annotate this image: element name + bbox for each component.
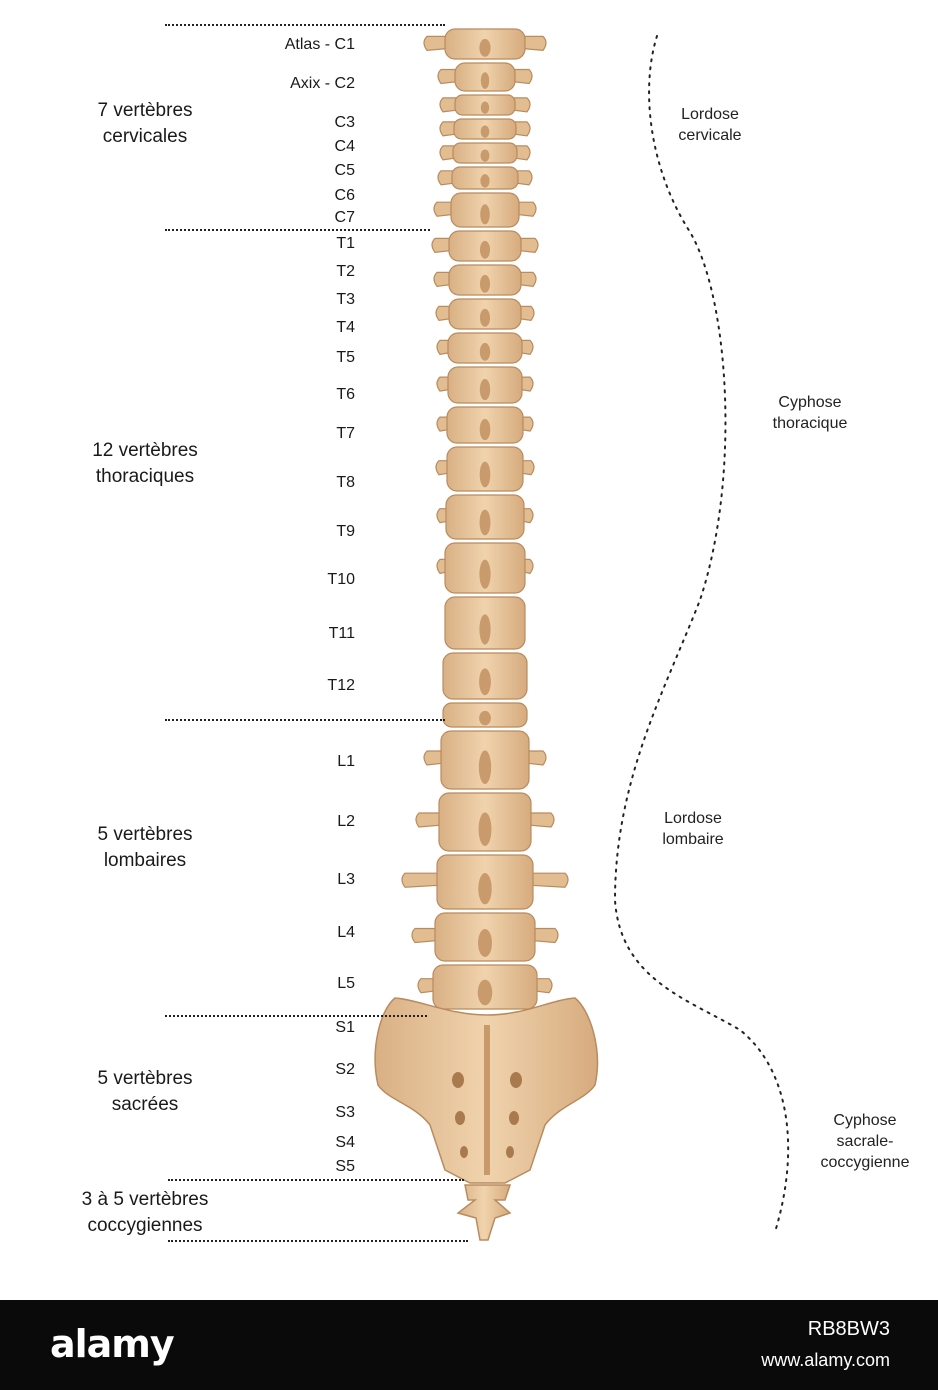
spinous-process [477, 979, 493, 1006]
vertebra-label: T6 [336, 386, 355, 403]
vertebra-label: S5 [335, 1158, 355, 1175]
spinous-process [479, 461, 491, 488]
spinous-process [478, 812, 492, 846]
vertebra-label: T10 [327, 571, 355, 588]
spinous-process [479, 559, 491, 589]
vertebra-label: Axix - C2 [290, 75, 355, 92]
separator-lumbar-sacral [165, 1015, 427, 1017]
vertebra-label: S2 [335, 1061, 355, 1078]
spinous-process [479, 509, 491, 536]
curvature-label-sacral: Cyphose sacrale- coccygienne [820, 1112, 910, 1171]
vertebra-label: T11 [328, 625, 355, 642]
brand-logo: alamy [50, 1322, 175, 1366]
separator-top [165, 24, 445, 26]
separator-thoracic-lumbar [165, 719, 445, 721]
spinous-process [480, 101, 490, 114]
curvature-label-cervical: Lordose cervicale [678, 106, 742, 144]
vertebra-label: T9 [336, 523, 355, 540]
spinous-process [479, 668, 491, 696]
spinous-process [478, 929, 492, 957]
vertebra-label: T12 [327, 677, 355, 694]
vertebra-label: C4 [334, 138, 355, 155]
spinous-process [480, 204, 490, 225]
vertebra-label: C6 [334, 187, 355, 204]
vertebrae-group [401, 28, 569, 1010]
group-label-lumbar: 5 vertèbres lombaires [97, 824, 193, 871]
vertebra-label: T8 [336, 474, 355, 491]
vertebra-label: C5 [334, 162, 355, 179]
transverse-process [401, 872, 569, 888]
spinous-process [479, 710, 491, 726]
vertebra-label: T4 [336, 319, 355, 336]
spinous-process [479, 378, 491, 401]
group-label-thoracic: 12 vertèbres thoraciques [92, 440, 198, 487]
spinous-process [479, 308, 491, 327]
vertebra-label: L1 [337, 753, 355, 770]
spinous-process [480, 72, 490, 89]
vertebra-label: L5 [337, 975, 355, 992]
spinous-process [480, 125, 490, 138]
vertebra-label: T3 [336, 291, 355, 308]
group-label-coccygeal: 3 à 5 vertèbres coccygiennes [81, 1189, 209, 1236]
spinous-process [479, 614, 491, 645]
vertebra-label: T2 [336, 263, 355, 280]
separator-bottom [168, 1240, 468, 1242]
vertebra-label: T7 [336, 425, 355, 442]
vertebra-label: L3 [337, 871, 355, 888]
spinous-process [478, 750, 492, 784]
vertebra-label: C3 [334, 114, 355, 131]
spine-diagram: Atlas - C1 Axix - C2 C3 C4 C5 C6 C7 T1 T… [81, 24, 910, 1242]
spinous-process [479, 240, 491, 259]
separator-cervical-thoracic [165, 229, 430, 231]
vertebra-label: T1 [336, 235, 355, 252]
site-url: www.alamy.com [761, 1350, 890, 1370]
spinous-process [479, 38, 491, 57]
separator-sacral-coccygeal [168, 1179, 464, 1181]
spinous-process [480, 174, 490, 188]
spinous-process [479, 342, 491, 361]
curvature-label-thoracic: Cyphose thoracique [772, 394, 848, 432]
group-label-cervical: 7 vertèbres cervicales [97, 100, 193, 147]
spinous-process [479, 274, 491, 293]
spine-illustration [374, 28, 790, 1241]
vertebra-label: C7 [334, 209, 355, 226]
vertebra-label: S4 [335, 1134, 355, 1151]
spinous-process [478, 873, 492, 905]
image-id: RB8BW3 [807, 1318, 890, 1340]
watermark-footer: alamy RB8BW3 www.alamy.com [0, 1300, 938, 1390]
vertebra-label: T5 [336, 349, 355, 366]
vertebra-label: S1 [335, 1019, 355, 1036]
vertebra-label: S3 [335, 1104, 355, 1121]
group-label-sacral: 5 vertèbres sacrées [97, 1068, 193, 1115]
coccyx [456, 1184, 512, 1241]
curvature-line [613, 35, 790, 1233]
spinous-process [479, 418, 491, 441]
spinous-process [480, 149, 490, 162]
curvature-label-lumbar: Lordose lombaire [662, 810, 724, 848]
vertebra-label: Atlas - C1 [284, 36, 355, 53]
vertebra-label: L4 [337, 924, 355, 941]
vertebra-label: L2 [337, 813, 355, 830]
